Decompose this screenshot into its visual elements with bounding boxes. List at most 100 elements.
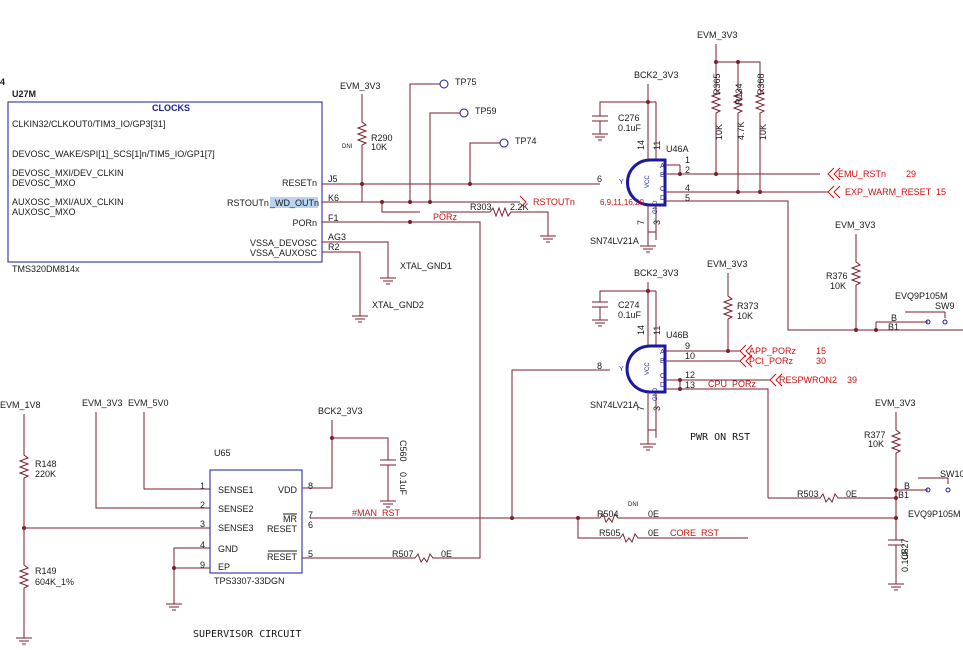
r368-ref: R368 [756,73,766,95]
supervisor-block: SUPERVISOR CIRCUIT EVM_1V8 R148 220K R14… [0,398,452,645]
r290-value: 10K [371,142,387,152]
u65-pin-sense3: SENSE3 [218,523,254,533]
r149-value: 604K_1% [35,577,74,587]
tp74-label: TP74 [515,136,537,146]
sw9-pin-b: B [891,313,897,323]
u46a-pin5: 5 [685,193,690,203]
pci-porz-page: 30 [816,356,826,366]
c276-value: 0.1uF [618,123,642,133]
u65-pin9: 9 [200,560,205,570]
u65-pin-mr: MR [283,514,297,524]
u27m-pin-vssa-auxosc: VSSA_AUXOSC [250,248,318,258]
r505-ref: R505 [599,528,621,538]
u65-pin8: 8 [308,481,313,491]
c560-ref: C560 [398,440,408,462]
u65-pin1: 1 [200,481,205,491]
u27m-ref: U27M [12,89,36,99]
u46b-part: SN74LV21A [590,400,639,410]
u46a-a-label: A [660,163,665,170]
u65-ref: U65 [214,448,231,458]
u27m-pin-devosc-mxi: DEVOSC_MXI/DEV_CLKIN [12,168,124,178]
r377-rail: EVM_3V3 [875,398,916,408]
u65-pin5: 5 [308,549,313,559]
c274-value: 0.1uF [618,310,642,320]
r503-ref: R503 [797,489,819,499]
u65-pin7: 7 [308,510,313,520]
u27m-ball-f1: F1 [328,213,339,223]
pwr-on-rst-block: PWR ON RST R503 0E EVM_3V3 R377 10K B B1… [310,398,963,591]
u27m-outline [7,101,323,263]
u65-pin-resetn: RESET [267,552,298,562]
sw10-part: EVQ9P105M [908,509,961,519]
r373-rail: EVM_3V3 [707,259,748,269]
r290-ref: R290 [371,133,393,143]
sw9-pin-b1: B1 [888,322,899,332]
sw9-part: EVQ9P105M [895,291,948,301]
u27m-pin-vssa-devosc: VSSA_DEVOSC [250,238,318,248]
exp-warm-reset-page: 15 [936,187,946,197]
u46a-pin2: 2 [685,165,690,175]
r365-value: 10K [714,124,724,140]
u46b-supply-label: BCK2_3V3 [634,268,679,278]
respwron2-page: 39 [847,375,857,385]
u46b-pin3: 3 [652,406,662,411]
u27m-ball-r2: R2 [328,242,340,252]
u27m-pin-auxosc-mxo: AUXOSC_MXO [12,207,76,217]
r504-ref: R504 [597,509,619,519]
u46b-pin8: 8 [597,361,602,371]
u27m-pin-rstoutn: RSTOUTn [227,198,269,208]
r134-ref: R134 [734,83,744,105]
u46b-y-label: Y [619,366,624,373]
supervisor-title: SUPERVISOR CIRCUIT [193,629,301,640]
u27m-pin-auxosc-mxi: AUXOSC_MXI/AUX_CLKIN [12,197,124,207]
u46b-pin10: 10 [685,351,695,361]
u46a-output-nets: EVM_3V3 R365 10K R134 4.7K R368 10K EMU_… [697,30,955,332]
r373-ref: R373 [737,301,759,311]
u46b-pin11: 11 [652,326,662,335]
r148-value: 220K [35,469,56,479]
r148-rail: EVM_1V8 [0,400,41,410]
u46a-ref: U46A [666,144,689,154]
u46a-pin11: 11 [652,141,662,150]
tp75-label: TP75 [455,77,477,87]
u46b-c-label: C [660,373,665,380]
r376-rail: EVM_3V3 [835,220,876,230]
u46a-pin1: 1 [685,155,690,165]
u46a-y-label: Y [619,179,624,186]
u65-pin-vdd: VDD [278,485,298,495]
u65-part: TPS3307-33DGN [214,576,285,586]
u46b-pin14: 14 [636,325,646,335]
u65-pin-sense1: SENSE1 [218,485,254,495]
u27m-part: TMS320DM814x [12,264,80,274]
u65-pin3: 3 [200,519,205,529]
cpu-porz-net: CPU_PORz [708,379,757,389]
u46b-ref: U46B [666,330,689,340]
c827-ref: C827 [900,538,910,560]
u27m-pin-porn: PORn [292,218,317,228]
r303-value: 2.2K [510,202,529,212]
r376-value: 10K [830,281,846,291]
u46b-gate: BCK2_3V3 C274 0.1uF 14 11 EVM_3V3 R373 1… [511,259,857,518]
u27m-pin-devosc-wake: DEVOSC_WAKE/SPI[1]_SCS[1]n/TIM5_IO/GP1[7… [12,149,215,159]
u46a-pin14: 14 [636,140,646,150]
u46a-pin4: 4 [685,183,690,193]
top-rail-label: EVM_3V3 [697,30,738,40]
r368-value: 10K [758,124,768,140]
r290-rail: EVM_3V3 [340,81,381,91]
u46b-pin7: 7 [636,406,646,411]
u46b-b-label: B [660,358,665,365]
r505-value: 0E [648,528,659,538]
u46a-pin3: 3 [652,220,662,225]
u46a-supply-label: BCK2_3V3 [634,70,679,80]
r303-ref: R303 [470,202,492,212]
app-porz-page: 15 [816,346,826,356]
r504-dni: DNI [628,502,639,508]
r504-value: 0E [648,509,659,519]
r148-ref: R148 [35,459,57,469]
u46a-pin7: 7 [636,220,646,225]
u65-pin-sense2: SENSE2 [218,504,254,514]
u27m-pin-wd-outn: _WD_OUTn [269,198,319,208]
sense1-rail: EVM_5V0 [128,398,169,408]
u27m-pin-resetn: RESETn [282,178,317,188]
